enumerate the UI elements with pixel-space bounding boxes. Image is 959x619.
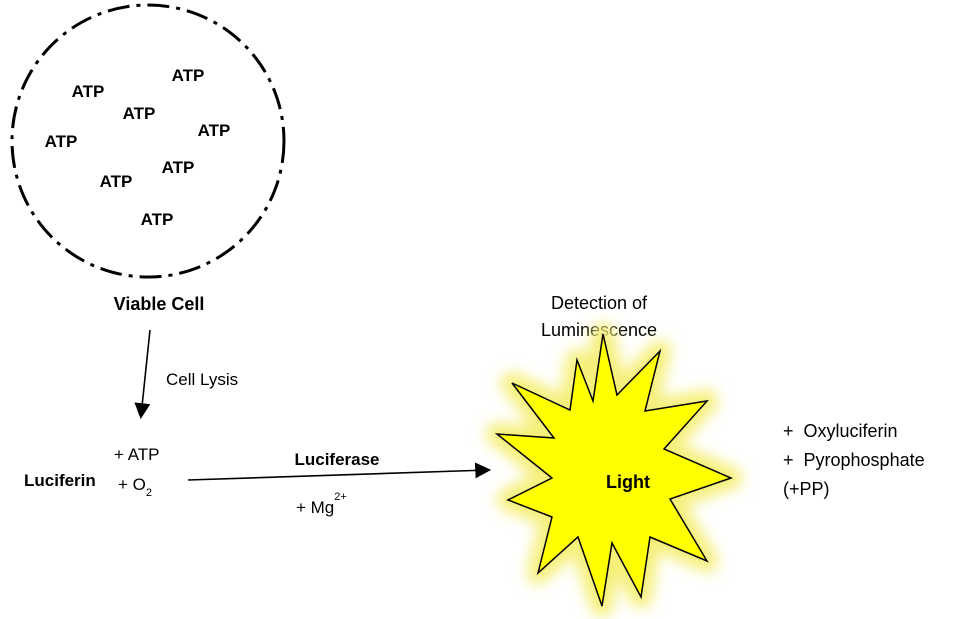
atp-label: ATP [172, 66, 205, 85]
reaction-arrow [187, 462, 492, 481]
luciferin-label: Luciferin [24, 471, 96, 490]
cell-lysis-label: Cell Lysis [166, 370, 238, 389]
atp-label: ATP [45, 132, 78, 151]
atp-label: ATP [72, 82, 105, 101]
product-pp: (+PP) [783, 479, 830, 499]
magnesium-cofactor: + Mg2+ [296, 491, 347, 517]
product-pyrophosphate: + Pyrophosphate [783, 450, 925, 470]
viable-cell-label: Viable Cell [114, 294, 205, 314]
oxygen-subscript: 2 [146, 487, 152, 499]
atp-label: ATP [162, 158, 195, 177]
atp-label: ATP [123, 104, 156, 123]
oxygen-text: + O [118, 475, 146, 494]
luciferase-label: Luciferase [294, 450, 379, 469]
atp-label: ATP [141, 210, 174, 229]
cell-lysis-arrow [134, 329, 151, 420]
product-oxyluciferin: + Oxyluciferin [783, 421, 898, 441]
atp-reactant: + ATP [114, 445, 160, 464]
light-label: Light [606, 472, 650, 492]
detection-label-line1: Detection of [551, 293, 648, 313]
magnesium-superscript: 2+ [334, 491, 347, 503]
magnesium-text: + Mg [296, 498, 334, 517]
oxygen-reactant: + O2 [118, 475, 152, 499]
viable-cell-membrane [10, 3, 286, 279]
atp-label: ATP [100, 172, 133, 191]
atp-label: ATP [198, 121, 231, 140]
light-burst: Light [486, 323, 742, 617]
light-burst-star [494, 333, 734, 607]
atp-molecules: ATP ATP ATP ATP ATP ATP ATP ATP [45, 66, 231, 229]
